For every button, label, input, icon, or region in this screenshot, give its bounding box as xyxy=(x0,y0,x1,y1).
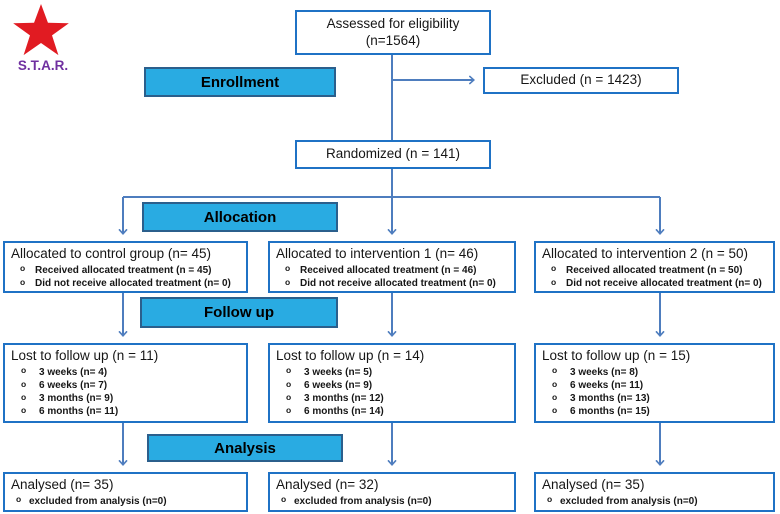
stage-enrollment: Enrollment xyxy=(144,67,336,97)
assessed-line1: Assessed for eligibility xyxy=(326,15,460,31)
assessed-box: Assessed for eligibility (n=1564) xyxy=(295,10,491,55)
analysed-title: Analysed (n= 32) xyxy=(276,477,379,492)
circle-bullet: o xyxy=(551,276,557,287)
circle-bullet: o xyxy=(551,263,557,274)
circle-bullet: o xyxy=(281,494,287,505)
allocated-title: Allocated to intervention 1 (n= 46) xyxy=(276,246,479,261)
allocated-title: Allocated to intervention 2 (n = 50) xyxy=(542,246,749,261)
lost-title: Lost to follow up (n = 14) xyxy=(276,348,425,363)
circle-bullet: o xyxy=(21,378,27,389)
logo-text: S.T.A.R. xyxy=(17,58,69,73)
circle-bullet: o xyxy=(21,365,27,376)
circle-bullet: o xyxy=(285,276,291,287)
circle-bullet: o xyxy=(286,391,292,402)
stage-analysis: Analysis xyxy=(147,434,343,462)
circle-bullet: o xyxy=(552,391,558,402)
circle-bullet: o xyxy=(285,263,291,274)
lost-title: Lost to follow up (n = 11) xyxy=(11,348,159,363)
circle-bullet: o xyxy=(21,391,27,402)
analysed-title: Analysed (n= 35) xyxy=(542,477,645,492)
stage-followup: Follow up xyxy=(140,297,338,328)
randomized-box: Randomized (n = 141) xyxy=(295,140,491,169)
excluded-text: Excluded (n = 1423) xyxy=(520,72,642,88)
circle-bullet: o xyxy=(286,404,292,415)
circle-bullet: o xyxy=(16,494,22,505)
circle-bullet: o xyxy=(552,378,558,389)
circle-bullet: o xyxy=(20,276,26,287)
lost-title: Lost to follow up (n = 15) xyxy=(542,348,691,363)
circle-bullet: o xyxy=(286,365,292,376)
stage-allocation: Allocation xyxy=(142,202,338,232)
circle-bullet: o xyxy=(20,263,26,274)
analysed-title: Analysed (n= 35) xyxy=(11,477,114,492)
randomized-text: Randomized (n = 141) xyxy=(326,146,460,162)
assessed-line2: (n=1564) xyxy=(365,32,421,48)
circle-bullet: o xyxy=(286,378,292,389)
circle-bullet: o xyxy=(552,404,558,415)
excluded-box: Excluded (n = 1423) xyxy=(483,67,679,94)
circle-bullet: o xyxy=(552,365,558,376)
allocated-title: Allocated to control group (n= 45) xyxy=(11,246,211,261)
circle-bullet: o xyxy=(547,494,553,505)
circle-bullet: o xyxy=(21,404,27,415)
